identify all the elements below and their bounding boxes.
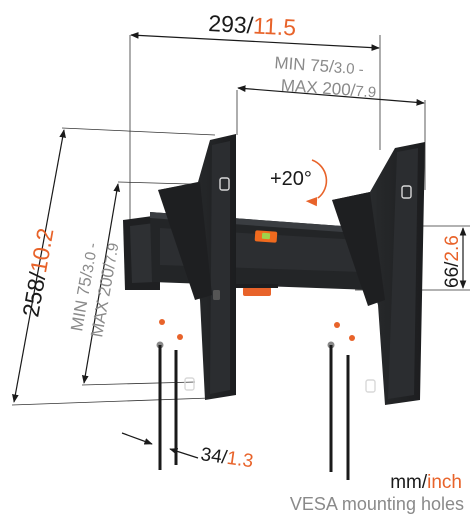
left-tilt-arm (156, 134, 236, 470)
units-inch: inch (427, 472, 462, 493)
vesa-horizontal-label: MIN 75/3.0 - MAX 200/7.9 (274, 53, 377, 102)
tilt-angle-label: +20° (270, 168, 312, 190)
vesa-vertical-label: MIN 75/3.0 - MAX 200/7.9 (67, 242, 122, 339)
svg-text:MAX 200/7.9: MAX 200/7.9 (280, 76, 377, 102)
height-dimension-label: 258/10.2 (17, 226, 58, 319)
vesa-mounting-holes-label: VESA mounting holes (289, 494, 464, 514)
units-mm: mm (390, 472, 422, 493)
height-dimension-line (12, 129, 66, 403)
wall-distance-label: 34/1.3 (199, 444, 254, 472)
width-dimension-line (130, 32, 380, 51)
units-separator: / (421, 472, 428, 493)
dimension-lines (12, 32, 467, 459)
tilt-rotation-arrow-icon (305, 159, 328, 207)
width-dimension-label: 293/11.5 (208, 10, 297, 41)
wall-distance-arrow-left (121, 432, 153, 445)
orange-release-tab (243, 287, 271, 296)
vesa-vertical-dimension-line (81, 183, 121, 384)
svg-text:MIN 75/3.0 -: MIN 75/3.0 - (274, 53, 365, 78)
wall-bracket (123, 134, 425, 480)
vesa-horizontal-dimension-line (237, 85, 425, 106)
right-tilt-arm (327, 142, 425, 480)
wall-plate-height-label: 66/2.6 (442, 235, 463, 288)
wall-distance-arrow-right (169, 448, 199, 459)
units-legend: mm/inch (390, 472, 462, 494)
